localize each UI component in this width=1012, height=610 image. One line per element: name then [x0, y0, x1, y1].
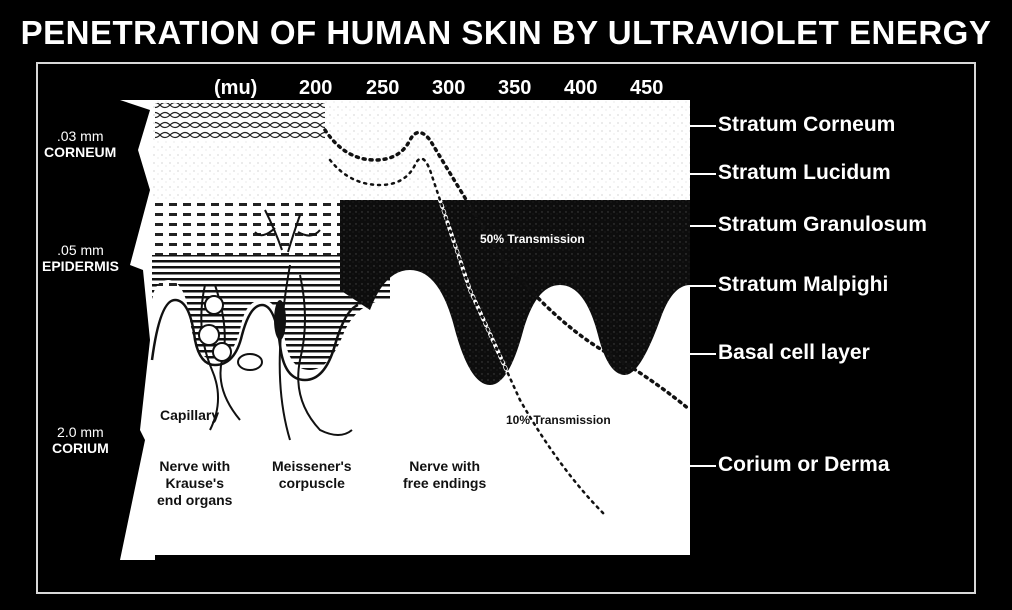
- layer-label-stratum-malpighi: Stratum Malpighi: [718, 273, 888, 297]
- wavelength-unit: (mu): [214, 77, 257, 100]
- wavelength-tick: 250: [366, 77, 399, 100]
- krause-end-organ-1: [205, 296, 223, 314]
- wavelength-tick: 450: [630, 77, 663, 100]
- krause-end-organ-2: [199, 325, 219, 345]
- transmission-50-label: 50% Transmission: [480, 232, 585, 246]
- layer-label-stratum-corneum: Stratum Corneum: [718, 113, 895, 137]
- meissner-label: Meissener's corpuscle: [272, 458, 352, 492]
- layer-label-basal-cell: Basal cell layer: [718, 341, 870, 365]
- wavelength-tick: 350: [498, 77, 531, 100]
- wavelength-tick: 400: [564, 77, 597, 100]
- nerve-free-label: Nerve with free endings: [403, 458, 486, 492]
- krause-end-organ-4: [238, 354, 262, 370]
- meissner-corpuscle: [274, 300, 286, 340]
- corium-thickness-label: 2.0 mm CORIUM: [52, 424, 109, 456]
- wavelength-tick: 300: [432, 77, 465, 100]
- corneum-thickness-label: .03 mm CORNEUM: [44, 128, 116, 160]
- nerve-krause-label: Nerve with Krause's end organs: [157, 458, 232, 509]
- layer-label-stratum-granulosum: Stratum Granulosum: [718, 213, 927, 237]
- wavelength-tick: 200: [299, 77, 332, 100]
- capillary-label: Capillary: [160, 407, 219, 424]
- left-scale-strip: [120, 100, 155, 560]
- corneum-hatch: [155, 103, 325, 141]
- krause-end-organ-3: [213, 343, 231, 361]
- layer-label-stratum-lucidum: Stratum Lucidum: [718, 161, 891, 185]
- epidermis-thickness-label: .05 mm EPIDERMIS: [42, 242, 119, 274]
- layer-label-corium: Corium or Derma: [718, 453, 890, 477]
- transmission-10-label: 10% Transmission: [506, 413, 611, 427]
